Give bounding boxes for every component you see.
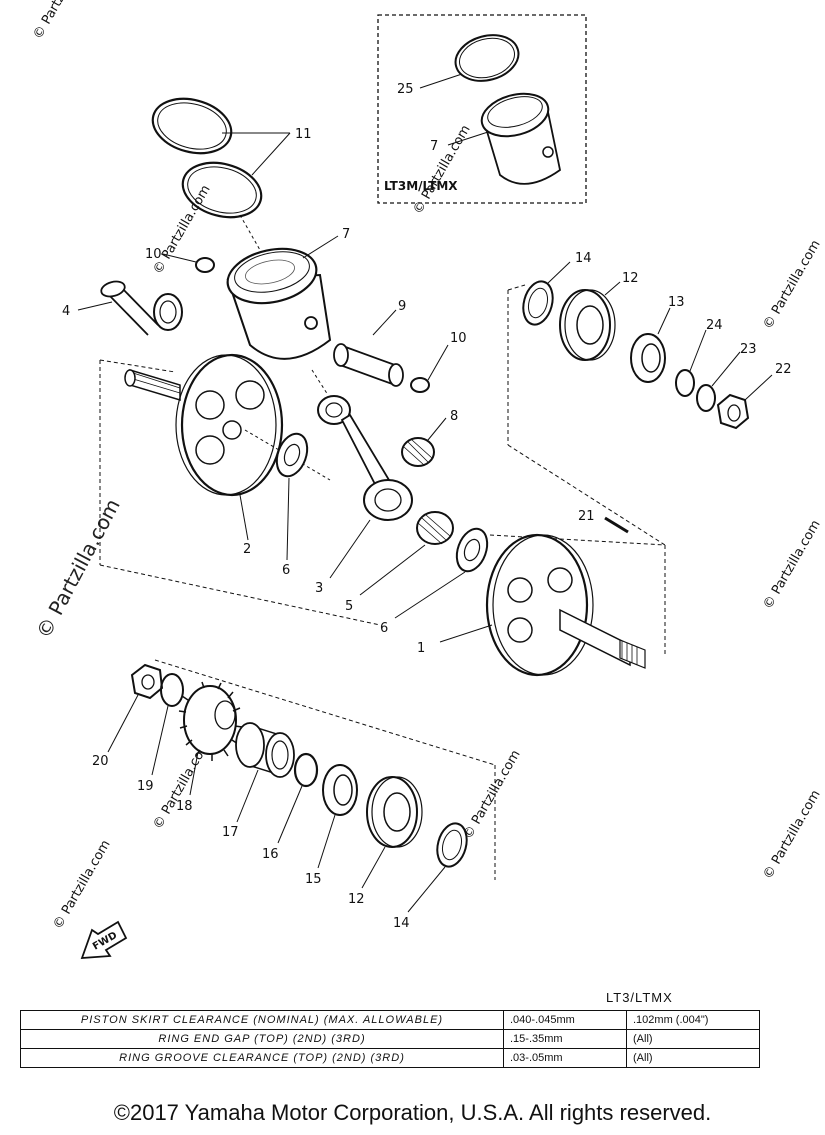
spec-table: PISTON SKIRT CLEARANCE (NOMINAL) (MAX. A… [20,1010,760,1068]
table-row: RING END GAP (TOP) (2ND) (3RD) .15-.35mm… [20,1029,760,1049]
callout-14: 14 [393,916,410,931]
watermark: © Partzilla.com [760,788,823,882]
spec-label: RING GROOVE CLEARANCE (TOP) (2ND) (3RD) [20,1048,504,1068]
callout-23: 23 [740,342,757,357]
callout-6: 6 [380,621,388,636]
callout-24: 24 [706,318,723,333]
callout-21: 21 [578,509,595,524]
callout-25: 25 [397,82,414,97]
callout-11: 11 [295,127,312,142]
copyright-notice: ©2017 Yamaha Motor Corporation, U.S.A. A… [113,1100,712,1125]
watermark: © Partzilla.com [30,0,93,42]
watermark-large: © Partzilla.com [31,495,125,643]
crank-right: 1 21 [417,509,666,677]
callout-9: 9 [398,299,406,314]
callout-12: 12 [348,892,365,907]
inset-box: 25 7 LT3M/LTMX [377,14,587,204]
spec-value: .03-.05mm [503,1048,627,1068]
callout-10: 10 [450,331,467,346]
callout-1: 1 [417,641,425,656]
callout-6: 6 [282,563,290,578]
parts-diagram: © Partzilla.com © Partzilla.com © Partzi… [30,0,824,959]
callout-10: 10 [145,247,162,262]
callout-13: 13 [668,295,685,310]
callout-8: 8 [450,409,458,424]
callout-5: 5 [345,599,353,614]
callout-15: 15 [305,872,322,887]
fwd-arrow-icon: FWD [80,920,128,959]
callout-12: 12 [622,271,639,286]
callout-17: 17 [222,825,239,840]
connecting-rod: 3 8 5 6 [315,395,489,636]
left-gear-group: 20 19 18 17 16 15 12 14 [92,659,496,931]
callout-3: 3 [315,581,323,596]
spec-value-alt: .102mm (.004") [626,1010,760,1030]
watermark: © Partzilla.com [150,183,213,277]
callout-20: 20 [92,754,109,769]
callout-22: 22 [775,362,792,377]
callout-16: 16 [262,847,279,862]
callout-18: 18 [176,799,193,814]
right-bearing-group: 14 12 13 24 23 22 [507,251,792,546]
spec-value-alt: (All) [626,1048,760,1068]
spec-value: .15-.35mm [503,1029,627,1049]
spec-value: .040-.045mm [503,1010,627,1030]
watermark: © Partzilla.com [50,838,113,932]
callout-7: 7 [342,227,350,242]
watermark: © Partzilla.com [760,518,823,612]
piston-group: 11 7 10 4 9 10 [62,97,467,396]
spec-label: RING END GAP (TOP) (2ND) (3RD) [20,1029,504,1049]
callout-7: 7 [430,139,438,154]
watermark: © Partzilla.com [760,238,823,332]
inset-model-label: LT3M/LTMX [384,179,458,193]
crank-left: 2 6 [99,353,381,626]
spec-value-alt: (All) [626,1029,760,1049]
callout-4: 4 [62,304,70,319]
watermark: © Partzilla.com [460,748,523,842]
table-row: RING GROOVE CLEARANCE (TOP) (2ND) (3RD) … [20,1048,760,1068]
callout-2: 2 [243,542,251,557]
table-row: PISTON SKIRT CLEARANCE (NOMINAL) (MAX. A… [20,1010,760,1030]
callout-19: 19 [137,779,154,794]
spec-label: PISTON SKIRT CLEARANCE (NOMINAL) (MAX. A… [20,1010,504,1030]
callout-14: 14 [575,251,592,266]
spec-table-title: LT3/LTMX [606,990,673,1005]
